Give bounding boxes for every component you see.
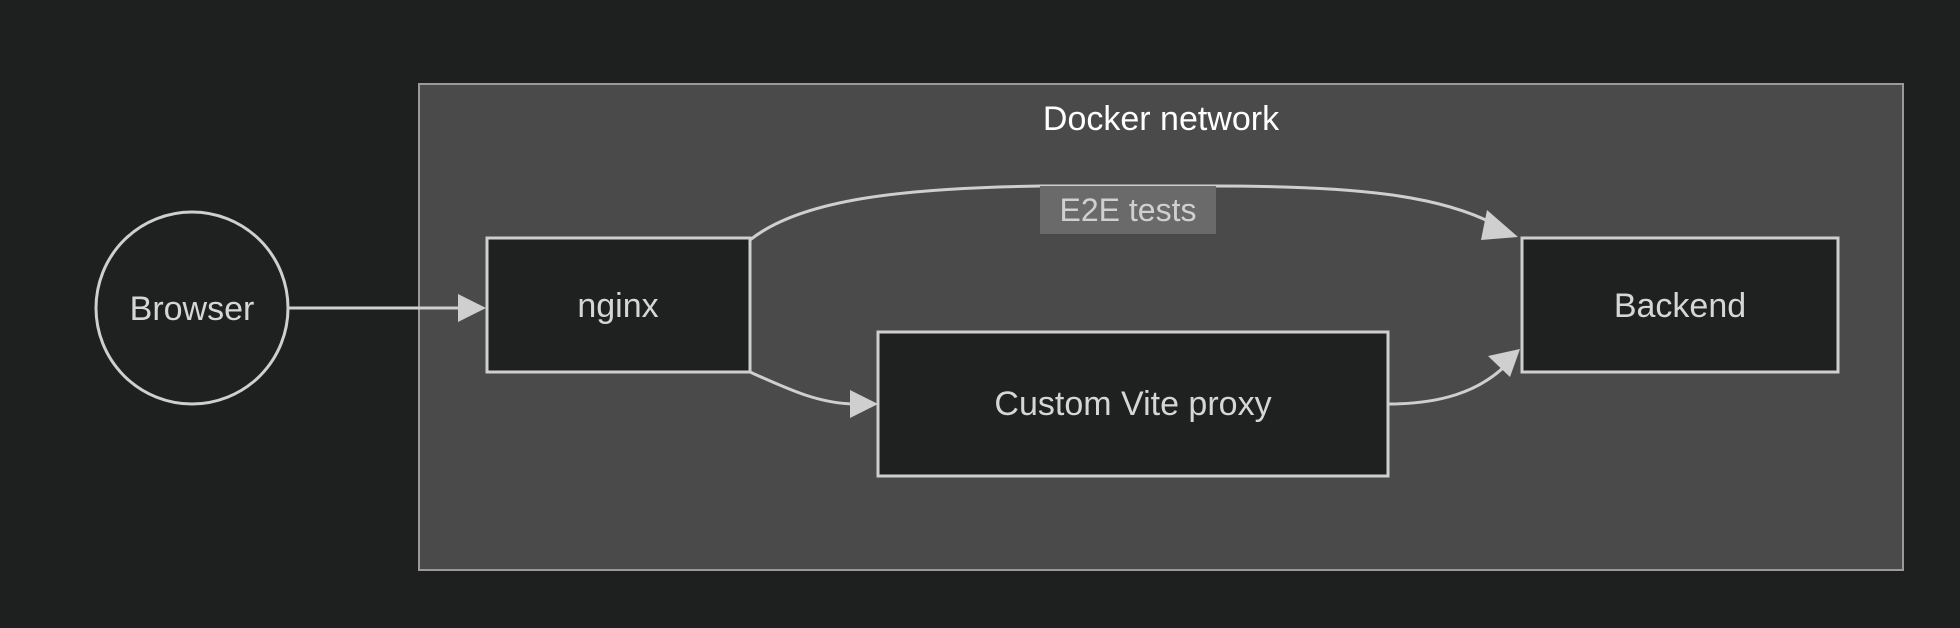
node-custom-vite-proxy-label: Custom Vite proxy	[994, 385, 1271, 423]
node-backend[interactable]: Backend	[1520, 236, 1840, 374]
edge-label-background	[1040, 186, 1216, 234]
node-nginx-shape	[485, 236, 752, 374]
arrow-head-nginx-to-backend	[1481, 210, 1518, 240]
edge-browser-to-nginx	[288, 294, 486, 322]
arrow-head-vite-to-backend	[1488, 349, 1520, 377]
node-browser[interactable]: Browser	[94, 210, 290, 406]
node-backend-shape	[1520, 236, 1840, 374]
arrow-head-browser-to-nginx	[458, 294, 486, 322]
edge-label-text: E2E tests	[1060, 192, 1197, 228]
edge-vite-to-backend	[1387, 349, 1520, 406]
cluster-title-docker-network: Docker network	[1043, 100, 1280, 138]
node-browser-label: Browser	[130, 290, 255, 328]
edge-nginx-to-vite	[749, 370, 878, 418]
arrow-head-nginx-to-vite	[850, 390, 878, 418]
node-browser-shape	[94, 210, 290, 406]
node-custom-vite-proxy[interactable]: Custom Vite proxy	[876, 330, 1390, 478]
node-nginx[interactable]: nginx	[485, 236, 752, 374]
edge-nginx-to-vite-path	[749, 370, 857, 406]
node-nginx-label: nginx	[577, 287, 658, 325]
node-backend-label: Backend	[1614, 287, 1746, 325]
edge-label-e2e-tests: E2E tests	[1040, 186, 1216, 234]
edge-vite-to-backend-path	[1387, 364, 1507, 406]
node-custom-vite-proxy-shape	[876, 330, 1390, 478]
